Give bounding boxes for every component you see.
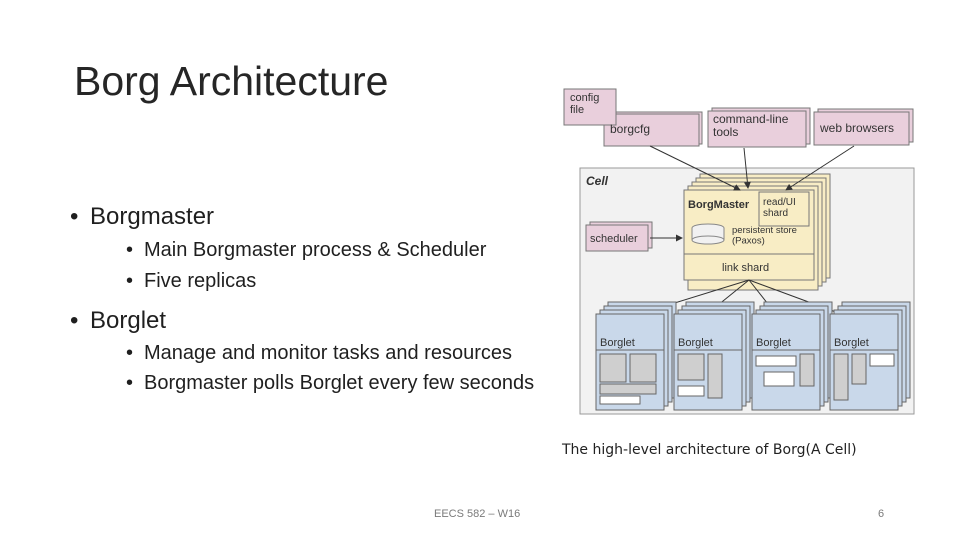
bullet-borgmaster: •Borgmaster: [70, 203, 215, 230]
bullet-dot: •: [126, 342, 134, 364]
bullet-dot: •: [126, 372, 134, 394]
link-shard-box: [683, 253, 815, 281]
borglet-node-3: Borglet: [751, 301, 833, 411]
link-shard-label: link shard: [722, 262, 769, 274]
web-browsers-label: web browsers: [819, 121, 894, 135]
bullet-dot: •: [70, 307, 79, 334]
slide-title: Borg Architecture: [74, 58, 389, 104]
borglet-label: Borglet: [600, 337, 635, 349]
borglet-node-1: Borglet: [595, 301, 677, 411]
borglet-node-2: Borglet: [673, 301, 755, 411]
bullet-borglet: •Borglet: [70, 307, 167, 334]
borglet-node-4: Borglet: [829, 301, 911, 411]
sub-bullet-manage-tasks: •Manage and monitor tasks and resources: [126, 342, 512, 364]
scheduler-box: scheduler: [585, 221, 653, 252]
bullet-dot: •: [70, 203, 79, 230]
borglet-label: Borglet: [756, 337, 791, 349]
cell-label: Cell: [586, 174, 609, 188]
bullet-dot: •: [126, 239, 134, 261]
scheduler-label: scheduler: [590, 233, 638, 245]
borgcfg-label: borgcfg: [610, 122, 650, 136]
sub-bullet-polling: •Borgmaster polls Borglet every few seco…: [126, 372, 535, 394]
bullet-list: •Borgmaster •Main Borgmaster process & S…: [70, 0, 560, 540]
page-number: 6: [878, 508, 885, 520]
sub-bullet-main-process: •Main Borgmaster process & Scheduler: [126, 239, 487, 261]
borgmaster-label: BorgMaster: [688, 199, 750, 211]
figure-caption: The high-level architecture of Borg(A Ce…: [562, 442, 857, 458]
readui-shard-box: [758, 191, 810, 227]
borglet-label: Borglet: [834, 337, 869, 349]
sub-bullet-replicas: •Five replicas: [126, 270, 257, 292]
borglet-label: Borglet: [678, 337, 713, 349]
footer-course: EECS 582 – W16: [434, 508, 521, 520]
bullet-dot: •: [126, 270, 134, 292]
web-browsers-box: web browsers: [813, 108, 914, 146]
persistent-store-label: persistent store(Paxos): [732, 225, 797, 246]
